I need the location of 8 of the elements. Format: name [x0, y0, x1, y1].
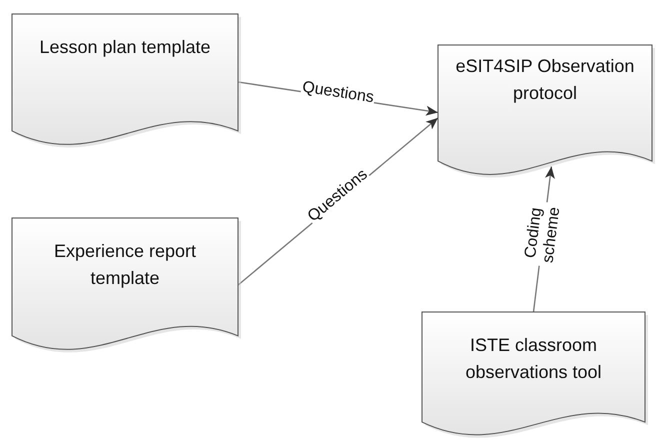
document-shape [12, 218, 238, 355]
node-label: eSIT4SIP Observation protocol [454, 55, 636, 105]
node-label: Lesson plan template [38, 36, 212, 59]
document-shape [422, 312, 645, 440]
node-label: Experience report template [52, 240, 198, 290]
document-shape [12, 14, 238, 150]
node-label: ISTE classroom observations tool [464, 334, 603, 384]
document-shape [438, 45, 652, 180]
